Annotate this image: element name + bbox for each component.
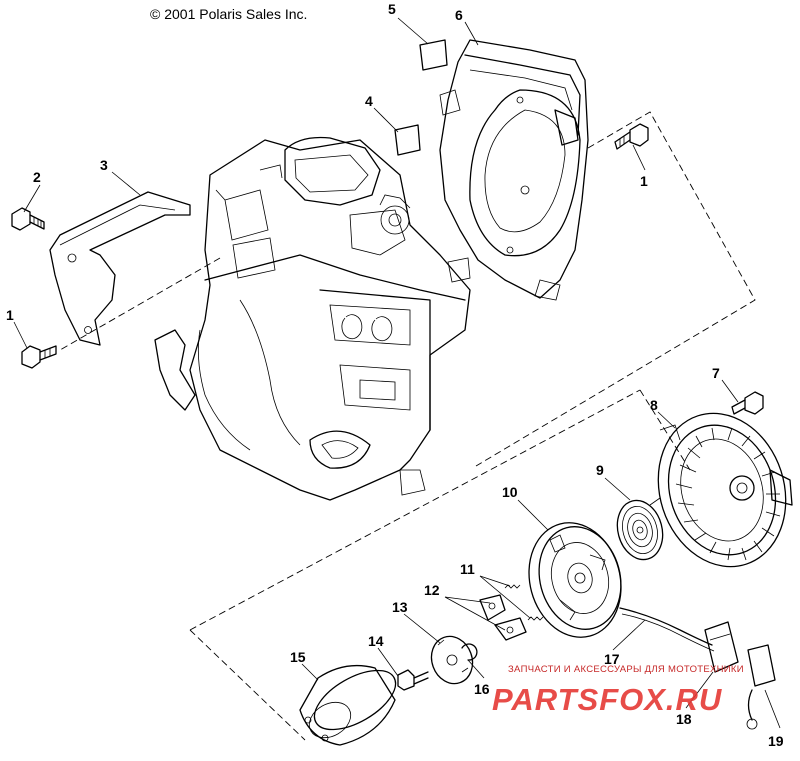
callout-13: 13 <box>392 599 408 615</box>
part-12-pawls <box>479 594 527 641</box>
callout-2: 2 <box>33 169 41 185</box>
callout-14: 14 <box>368 633 384 649</box>
callout-9: 9 <box>596 462 604 478</box>
callout-7: 7 <box>712 365 720 381</box>
leader-lines <box>13 17 781 729</box>
part-14-center-screw <box>397 669 429 691</box>
part-8-recoil-housing <box>657 412 793 568</box>
assembly-boundary-lines <box>59 111 756 741</box>
engine-block <box>154 136 471 501</box>
part-4-decal <box>394 124 421 156</box>
callout-11: 11 <box>460 561 475 577</box>
part-5-decal <box>419 39 448 71</box>
callout-1-lower: 1 <box>6 307 14 323</box>
part-2-bolt <box>11 207 45 231</box>
part-13-friction-plate <box>430 635 474 685</box>
callout-15: 15 <box>290 649 306 665</box>
part-1-bolt-lower <box>21 345 57 369</box>
callout-3: 3 <box>100 157 108 173</box>
part-3-bracket <box>49 191 191 346</box>
part-10-rope-pulley <box>528 522 622 638</box>
callout-19: 19 <box>768 733 784 749</box>
copyright-notice: © 2001 Polaris Sales Inc. <box>150 6 308 22</box>
part-17-starter-rope <box>619 607 715 652</box>
callout-5: 5 <box>388 1 396 17</box>
callout-12: 12 <box>424 582 440 598</box>
part-18-starter-handle <box>704 621 739 673</box>
part-11-pawl-springs <box>504 584 544 621</box>
callout-1-upper: 1 <box>640 173 648 189</box>
part-7-bolt <box>731 391 764 415</box>
callout-16: 16 <box>474 681 490 697</box>
watermark: ЗАПЧАСТИ И АКСЕССУАРЫ ДЛЯ МОТОТЕХНИКИ PA… <box>492 664 744 717</box>
callout-4: 4 <box>365 93 373 109</box>
part-6-blower-housing <box>439 39 589 301</box>
callout-10: 10 <box>502 484 518 500</box>
watermark-brand: PARTSFOX.RU <box>492 682 723 717</box>
part-15-starter-cup <box>299 664 397 746</box>
callout-17: 17 <box>604 651 620 667</box>
part-19-handle-key <box>746 644 776 730</box>
part-16-snap-ring <box>461 643 478 661</box>
watermark-tagline: ЗАПЧАСТИ И АКСЕССУАРЫ ДЛЯ МОТОТЕХНИКИ <box>508 664 744 675</box>
callout-numbers: 5 6 4 1 2 3 1 7 8 9 10 11 12 13 14 15 16… <box>6 1 784 749</box>
callout-18: 18 <box>676 711 692 727</box>
part-1-bolt-upper <box>614 123 649 150</box>
part-9-recoil-spring <box>616 497 664 561</box>
callout-6: 6 <box>455 7 463 23</box>
callout-8: 8 <box>650 397 658 413</box>
